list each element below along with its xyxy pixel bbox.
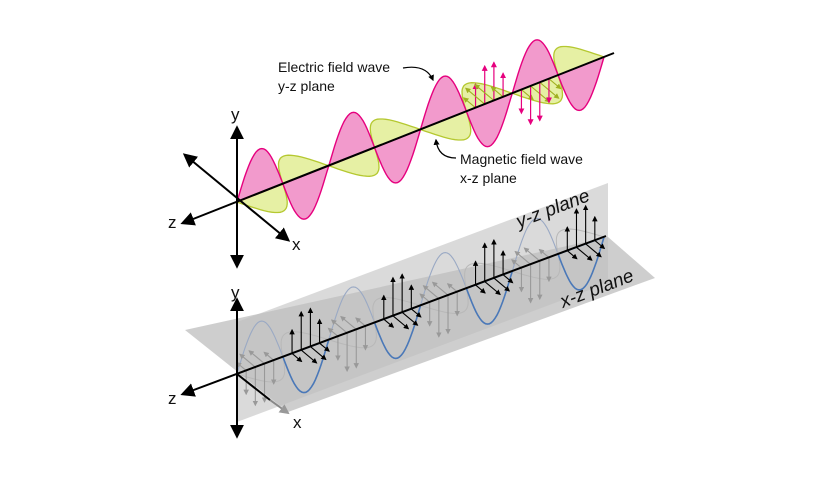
magnetic-field-wave (235, 45, 606, 214)
bottom-x-vector (327, 327, 339, 337)
bottom-x-vector (291, 353, 303, 363)
bottom-field-vectors (235, 204, 606, 407)
bottom-x-vector (431, 281, 449, 296)
bottom-x-vector (263, 351, 275, 361)
top-axis-x-label: x (292, 235, 301, 254)
bottom-x-vector (484, 281, 501, 296)
magnetic-lobe (553, 45, 606, 76)
bottom-x-vector (410, 308, 422, 318)
electric-lobe (557, 55, 606, 112)
bottom-x-vector (392, 315, 410, 330)
bottom-x-vector (446, 283, 458, 293)
electric-lobe (465, 92, 514, 148)
bottom-wave-lobe-xz (464, 262, 514, 290)
magnetic-wave-label-line2: x-z plane (460, 170, 517, 186)
bottom-x-vector (493, 277, 511, 292)
magnetic-vector (490, 86, 504, 98)
top-x-axis (182, 153, 291, 242)
bottom-x-vector (419, 293, 431, 303)
bottom-x-vector (248, 350, 265, 365)
bottom-x-vector (330, 319, 348, 334)
electric-lobe (327, 111, 376, 167)
bottom-x-vector (422, 285, 440, 300)
bottom-x-vector (576, 246, 593, 261)
bottom-x-vector (475, 284, 486, 294)
bottom-x-axis-dim (269, 399, 290, 415)
bottom-x-vector (401, 311, 419, 326)
electric-wave-label-line2: y-z plane (278, 78, 335, 94)
bottom-x-vector (300, 349, 318, 364)
magnetic-lobe (461, 82, 515, 113)
bottom-x-vector (310, 346, 327, 361)
bottom-x-vector (594, 240, 606, 250)
bottom-x-vector (319, 342, 330, 352)
electric-lobe (511, 39, 559, 95)
bottom-axis-x-label: x (293, 413, 302, 432)
bottom-wave-lobe (236, 320, 284, 375)
bottom-wave-lobe (511, 217, 559, 273)
top-axis-y-label: y (231, 105, 240, 124)
bottom-wave-lobe (327, 286, 376, 341)
bottom-diagram: y z x y-z plane x-z plane (168, 183, 655, 439)
bottom-x-vector (566, 250, 578, 260)
bottom-wave-lobe-xz (280, 331, 331, 358)
magnetic-lobe (369, 118, 423, 149)
bottom-wave-lobe-xz (327, 321, 377, 349)
electric-lobe (419, 75, 468, 131)
electric-lobe (373, 128, 422, 184)
magnetic-vector (474, 83, 495, 101)
xz-plane (185, 237, 655, 412)
bottom-x-vector (523, 247, 541, 262)
bottom-wave-lobe-xz (418, 287, 469, 315)
electric-wave-label-line1: Electric field wave (278, 59, 390, 75)
bottom-x-vector (585, 243, 602, 258)
bottom-wave-lobe-xz (372, 296, 423, 324)
bottom-axis-y-label: y (231, 283, 240, 302)
electric-field-wave (235, 39, 606, 220)
magnetic-vector (548, 78, 562, 90)
magnetic-label-pointer (433, 138, 457, 159)
top-field-vectors (463, 61, 562, 126)
bottom-x-vector (538, 248, 550, 258)
bottom-x-vector (383, 318, 395, 328)
bottom-wave-lobe-xz (555, 228, 606, 255)
electric-label-pointer (402, 66, 434, 82)
bottom-wave-lobe-xz (235, 356, 286, 383)
bottom-wave-lobe (419, 252, 468, 307)
bottom-x-vector (514, 250, 531, 265)
top-axis-z-label: z (168, 213, 177, 232)
top-z-axis (180, 52, 615, 226)
bottom-x-vector (502, 274, 514, 284)
magnetic-vector (465, 87, 486, 105)
top-diagram: y z x Electric field wave y-z plane Magn… (168, 39, 615, 269)
bottom-axis-z-label: z (168, 389, 177, 408)
magnetic-lobe (418, 110, 472, 141)
magnetic-vector (463, 97, 476, 109)
bottom-z-axis (180, 235, 607, 397)
bottom-x-vector (511, 259, 522, 269)
bottom-wave-lobe-xz (510, 253, 561, 280)
bottom-x-axis-visible (236, 373, 271, 401)
bottom-x-vector (340, 315, 357, 330)
electric-lobe (282, 164, 330, 220)
bottom-x-vector (355, 317, 366, 327)
magnetic-lobe (326, 146, 380, 177)
magnetic-wave-label-line1: Magnetic field wave (460, 151, 583, 167)
